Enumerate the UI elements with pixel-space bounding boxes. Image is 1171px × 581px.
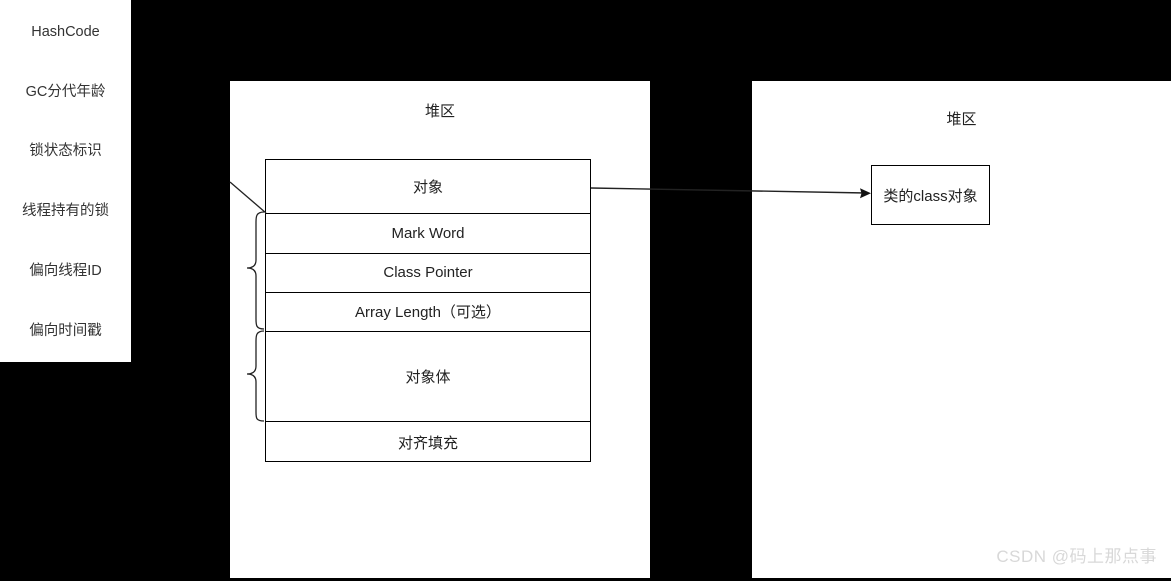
object-table-row-separator bbox=[266, 331, 590, 332]
class-object-box: 类的class对象 bbox=[871, 165, 990, 225]
legend-item: 线程持有的锁 bbox=[22, 203, 109, 219]
object-table-row-separator bbox=[266, 421, 590, 422]
object-table-row-separator bbox=[266, 213, 590, 214]
mark-word-legend-panel bbox=[0, 0, 131, 362]
legend-item: 偏向线程ID bbox=[29, 263, 102, 279]
legend-item: 锁状态标识 bbox=[29, 143, 102, 159]
object-table-row: Mark Word bbox=[391, 224, 465, 242]
csdn-watermark: CSDN @码上那点事 bbox=[996, 547, 1157, 566]
legend-item: HashCode bbox=[31, 24, 100, 40]
object-table-row-separator bbox=[266, 292, 590, 293]
right-panel-title: 堆区 bbox=[946, 111, 977, 128]
object-table-row: Array Length（可选） bbox=[355, 304, 501, 321]
heap-class-panel bbox=[752, 81, 1171, 578]
object-table-row: 对象体 bbox=[405, 368, 451, 386]
object-table-row: 对齐填充 bbox=[397, 434, 458, 452]
object-table-row-separator bbox=[266, 253, 590, 254]
legend-item: 偏向时间戳 bbox=[29, 323, 102, 339]
middle-panel-title: 堆区 bbox=[424, 103, 455, 120]
legend-item: GC分代年龄 bbox=[25, 84, 106, 100]
object-table-row: 对象 bbox=[412, 179, 443, 196]
heap-object-panel bbox=[230, 81, 650, 578]
object-table-row: Class Pointer bbox=[383, 264, 473, 281]
